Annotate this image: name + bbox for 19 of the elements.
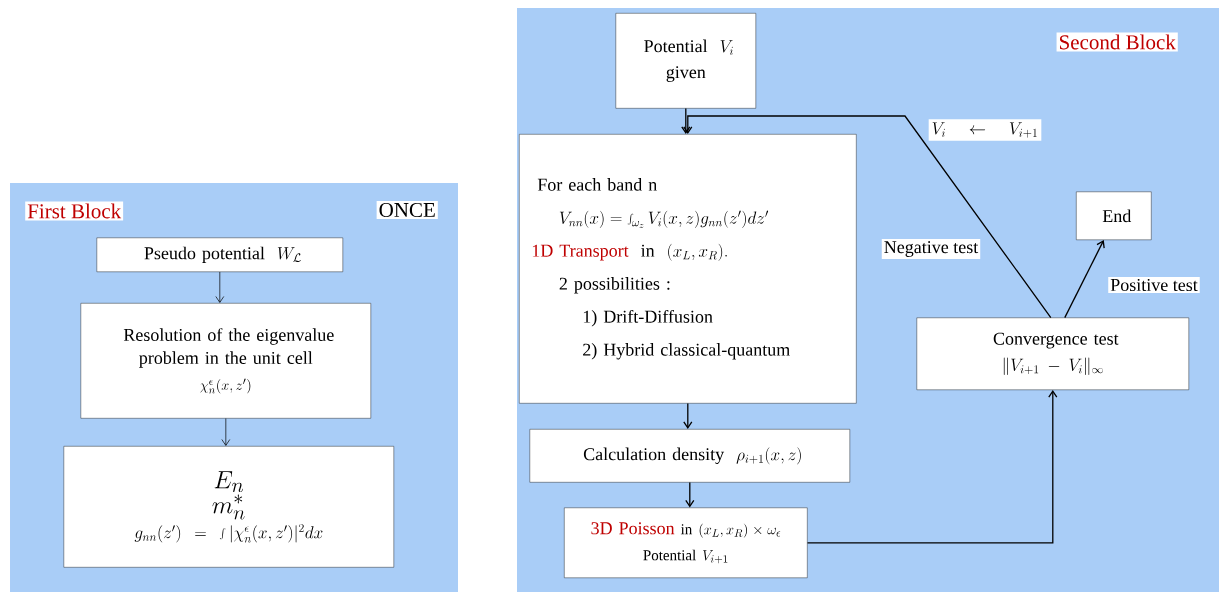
arrow — [681, 107, 691, 135]
assignment-label: $V_i \quad\leftarrow\quad V_{i+1}$ — [928, 119, 1042, 141]
process-box: 3D Poisson in $(x_L, x_R) \times \omega_{\epsilon}$ Potential $V_{i+1}$ — [564, 507, 808, 578]
arrow — [215, 271, 225, 303]
arrow — [685, 481, 695, 508]
arrow — [806, 390, 1058, 544]
arrow — [1064, 240, 1105, 319]
process-box: Calculation density $\rho_{i+1}(x,z)$ — [529, 429, 850, 483]
process-box: Resolution of the eigenvalue problem in the unit cell $\chi_n^{\epsilon}(x,z')$ — [80, 303, 371, 419]
arrow — [683, 402, 693, 430]
process-box: For each band n $V_{nn}(x) = \int_{\omega_z} V_i(x,z) g_{nn}(z') dz'$ 1D Transport in $(x_L, x_R).$ 2 possibilities : 1) Drift-Diffusion 2) Hybrid classical-quantum — [519, 134, 857, 404]
arrow — [683, 115, 1052, 319]
edge-label: Negative test — [881, 239, 981, 259]
arrow — [221, 418, 231, 446]
process-box: End — [1076, 191, 1152, 240]
process-box: Potential $V_i$ given — [615, 13, 756, 109]
process-box: Convergence test $\|V_{i+1} - V_i\|_{\infty}$ — [916, 317, 1189, 390]
process-box: Pseudo potential $W_{\mathcal{L}}$ — [96, 237, 343, 272]
process-box: $E_n$ $m_n^*$ $g_{nn}(z') = \int |\chi_n^{\epsilon}(x,z')|^2 dx$ — [63, 446, 394, 568]
